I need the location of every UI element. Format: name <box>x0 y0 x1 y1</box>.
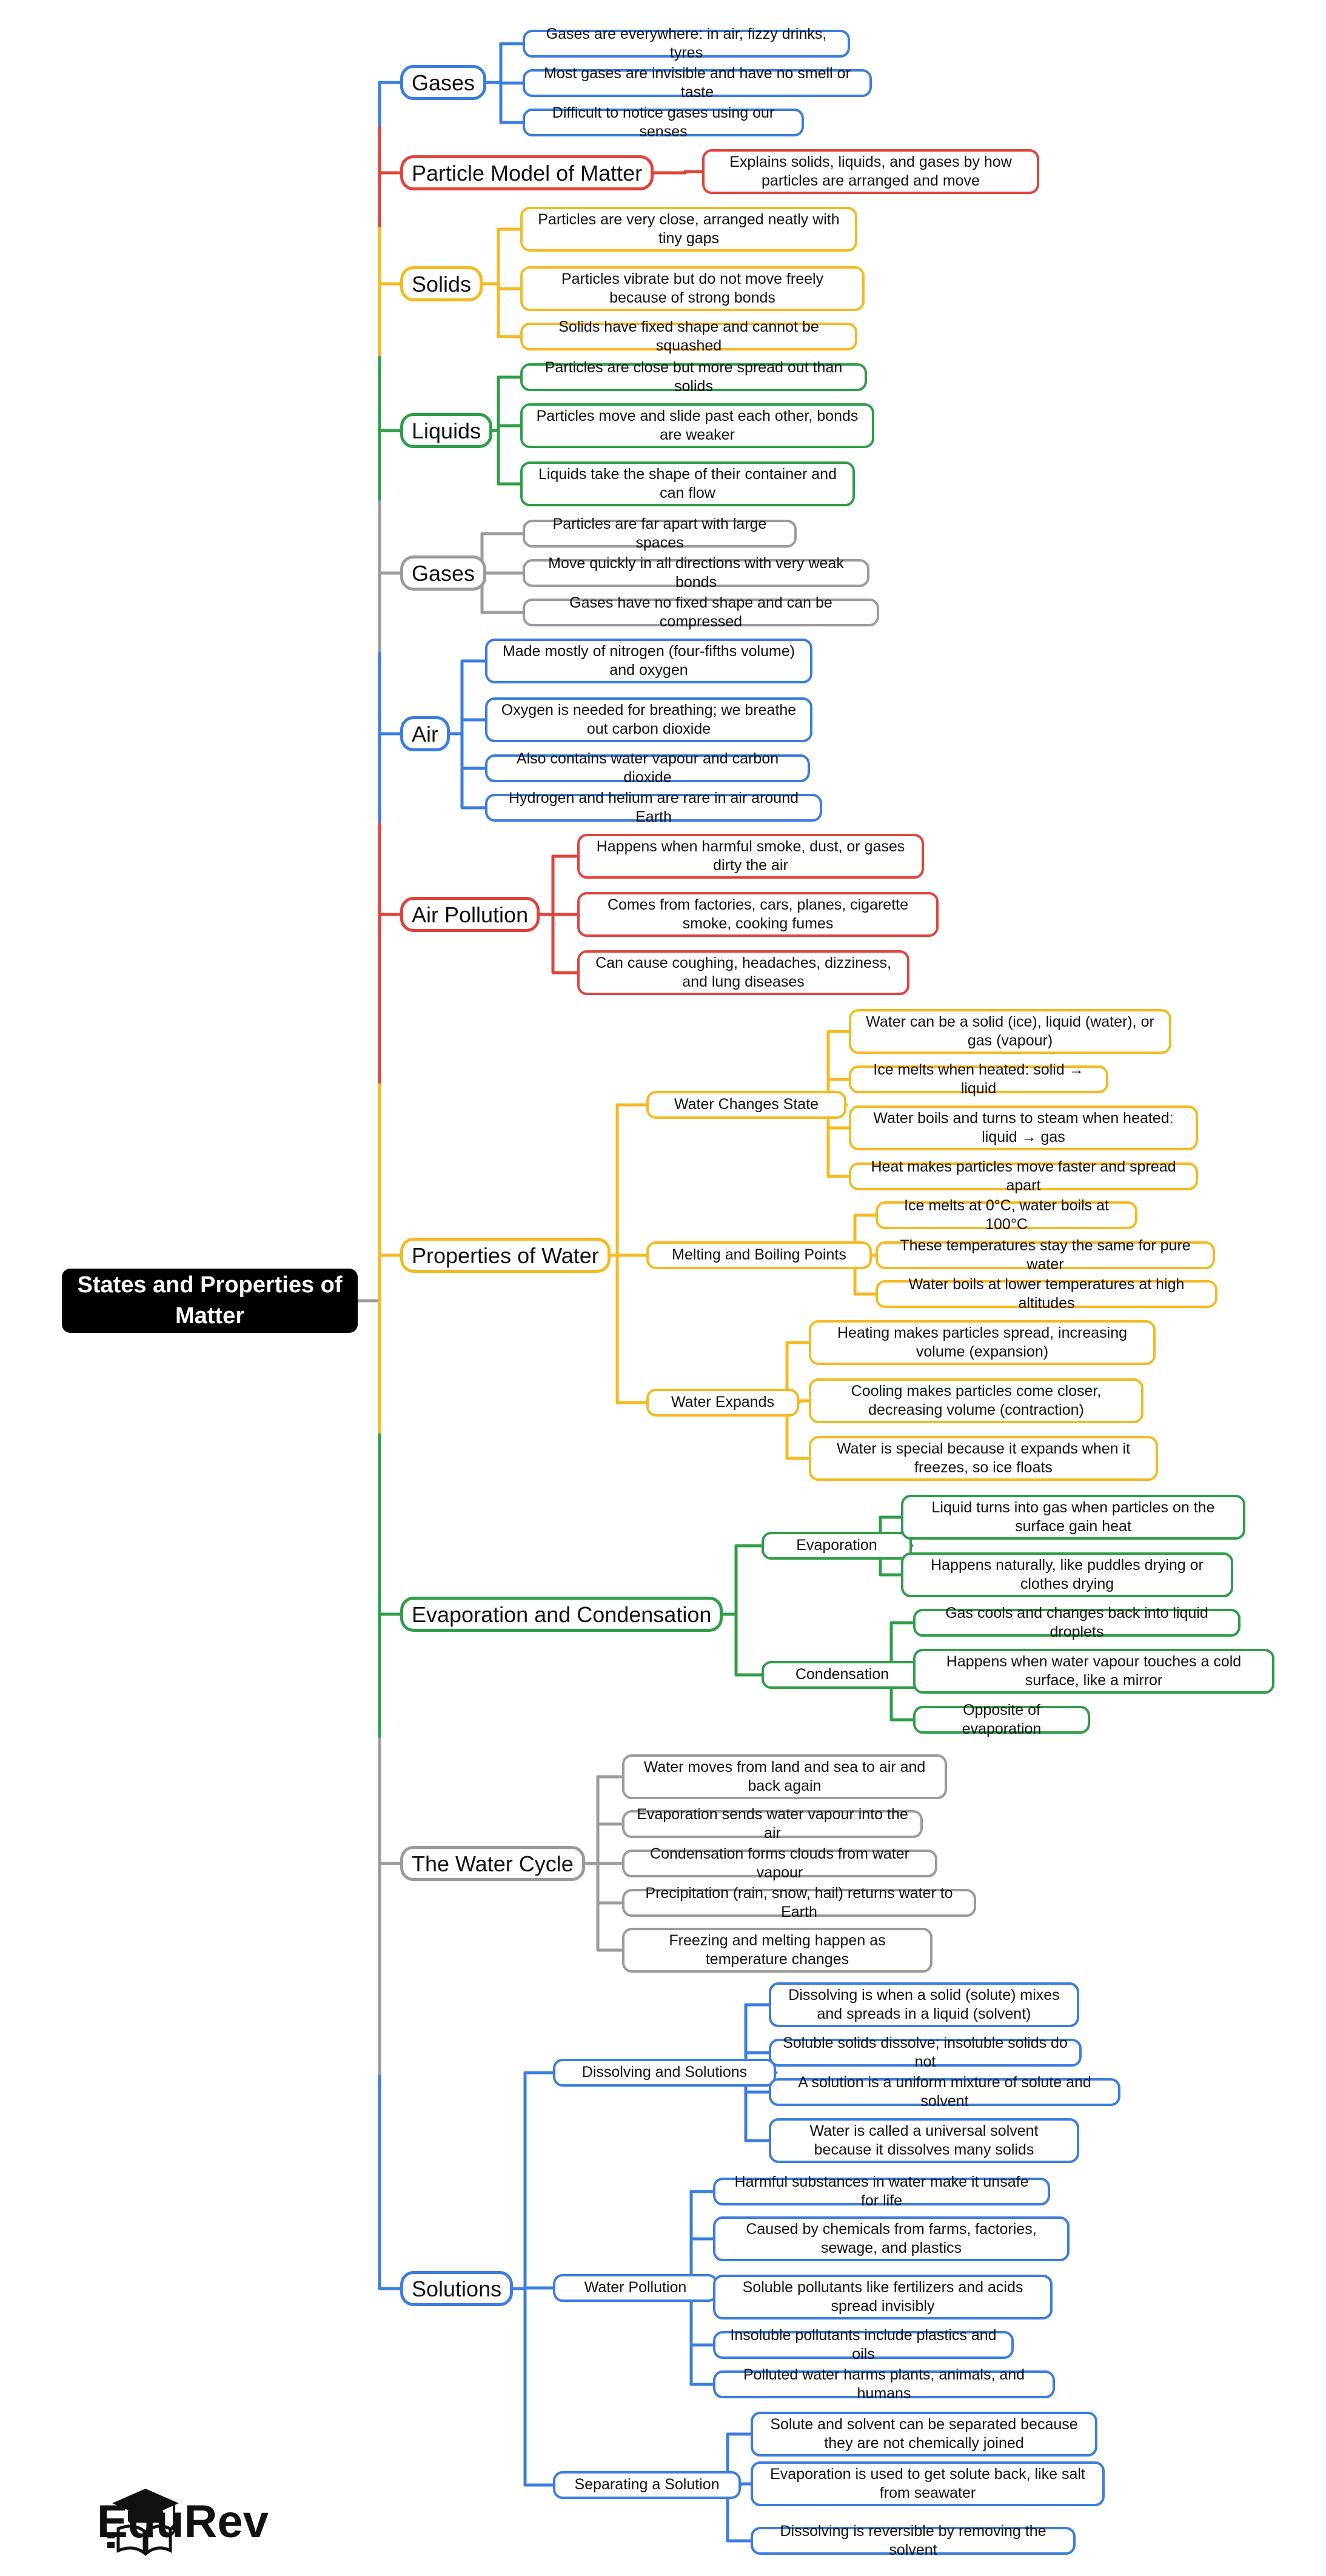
leaf-node: Water can be a solid (ice), liquid (wate… <box>849 1009 1171 1054</box>
leaf-node: Soluble solids dissolve; insoluble solid… <box>769 2034 1082 2070</box>
leaf-node: Evaporation is used to get solute back, … <box>751 2461 1105 2506</box>
leaf-node: Comes from factories, cars, planes, ciga… <box>577 892 939 937</box>
leaf-node: Also contains water vapour and carbon di… <box>485 750 810 786</box>
category-node-8: Properties of Water <box>400 1238 611 1273</box>
leaf-node: Solute and solvent can be separated beca… <box>751 2412 1097 2457</box>
category-node-7: Air Pollution <box>400 897 540 932</box>
leaf-node: Opposite of evaporation <box>913 1702 1090 1737</box>
category-node-3: Solids <box>400 266 483 301</box>
leaf-node: Particles are close but more spread out … <box>520 359 867 395</box>
root-node: States and Properties of Matter <box>62 1269 358 1333</box>
leaf-node: Harmful substances in water make it unsa… <box>713 2173 1050 2209</box>
leaf-node: Gas cools and changes back into liquid d… <box>913 1605 1241 1640</box>
leaf-node: Liquid turns into gas when particles on … <box>901 1495 1245 1540</box>
category-node-10: The Water Cycle <box>400 1846 585 1881</box>
leaf-node: Most gases are invisible and have no sme… <box>523 65 872 101</box>
leaf-node: Happens when water vapour touches a cold… <box>913 1649 1274 1694</box>
brand-name: EduRev <box>97 2496 269 2547</box>
subtopic-node: Water Pollution <box>553 2274 718 2302</box>
leaf-node: Dissolving is when a solid (solute) mixe… <box>769 1982 1079 2027</box>
leaf-node: Insoluble pollutants include plastics an… <box>713 2327 1014 2363</box>
leaf-node: Freezing and melting happen as temperatu… <box>622 1928 933 1973</box>
leaf-node: Water moves from land and sea to air and… <box>622 1754 947 1799</box>
leaf-node: Cooling makes particles come closer, dec… <box>809 1378 1144 1423</box>
leaf-node: Liquids take the shape of their containe… <box>520 461 855 506</box>
category-node-6: Air <box>400 716 450 751</box>
leaf-node: Polluted water harms plants, animals, an… <box>713 2366 1055 2402</box>
leaf-node: A solution is a uniform mixture of solut… <box>769 2074 1120 2110</box>
leaf-node: Happens naturally, like puddles drying o… <box>901 1552 1233 1597</box>
category-node-9: Evaporation and Condensation <box>400 1597 723 1632</box>
leaf-node: Evaporation sends water vapour into the … <box>622 1806 923 1842</box>
category-node-11: Solutions <box>400 2271 514 2306</box>
leaf-node: Explains solids, liquids, and gases by h… <box>702 149 1039 194</box>
leaf-node: Water boils and turns to steam when heat… <box>849 1105 1198 1150</box>
subtopic-node: Condensation <box>762 1661 923 1689</box>
leaf-node: Precipitation (rain, snow, hail) returns… <box>622 1885 976 1920</box>
leaf-node: Particles vibrate but do not move freely… <box>520 266 865 311</box>
leaf-node: Oxygen is needed for breathing; we breat… <box>485 697 812 742</box>
leaf-node: Caused by chemicals from farms, factorie… <box>713 2216 1070 2261</box>
leaf-node: Ice melts when heated: solid → liquid <box>849 1061 1108 1097</box>
leaf-node: Gases have no fixed shape and can be com… <box>523 594 879 630</box>
leaf-node: Water is special because it expands when… <box>809 1436 1158 1481</box>
leaf-node: Hydrogen and helium are rare in air arou… <box>485 790 822 825</box>
category-node-5: Gases <box>400 555 487 591</box>
category-node-2: Particle Model of Matter <box>400 155 654 190</box>
category-node-4: Liquids <box>400 413 493 448</box>
subtopic-node: Water Expands <box>646 1389 799 1417</box>
category-node-1: Gases <box>400 65 487 100</box>
leaf-node: Made mostly of nitrogen (four-fifths vol… <box>485 639 812 683</box>
leaf-node: Water boils at lower temperatures at hig… <box>876 1276 1217 1312</box>
leaf-node: Soluble pollutants like fertilizers and … <box>713 2275 1053 2319</box>
leaf-node: Particles are very close, arranged neatl… <box>520 207 857 252</box>
subtopic-node: Dissolving and Solutions <box>553 2059 776 2087</box>
leaf-node: Solids have fixed shape and cannot be sq… <box>520 318 857 354</box>
subtopic-node: Water Changes State <box>646 1091 846 1119</box>
leaf-node: Particles move and slide past each other… <box>520 403 874 448</box>
leaf-node: Heat makes particles move faster and spr… <box>849 1158 1198 1194</box>
leaf-node: Condensation forms clouds from water vap… <box>622 1845 937 1881</box>
leaf-node: Gases are everywhere: in air, fizzy drin… <box>523 25 850 61</box>
subtopic-node: Evaporation <box>762 1532 912 1560</box>
leaf-node: Ice melts at 0°C, water boils at 100°C <box>876 1197 1137 1233</box>
leaf-node: Move quickly in all directions with very… <box>523 555 869 591</box>
leaf-node: Heating makes particles spread, increasi… <box>809 1320 1156 1365</box>
leaf-node: Difficult to notice gases using our sens… <box>523 104 804 140</box>
leaf-node: Water is called a universal solvent beca… <box>769 2118 1079 2163</box>
subtopic-node: Melting and Boiling Points <box>646 1241 872 1269</box>
leaf-node: Particles are far apart with large space… <box>523 515 797 551</box>
subtopic-node: Separating a Solution <box>553 2471 741 2499</box>
leaf-node: Can cause coughing, headaches, dizziness… <box>577 950 909 995</box>
leaf-node: Dissolving is reversible by removing the… <box>751 2523 1076 2558</box>
leaf-node: These temperatures stay the same for pur… <box>876 1237 1215 1273</box>
leaf-node: Happens when harmful smoke, dust, or gas… <box>577 834 924 879</box>
graduation-cap-book-icon <box>107 2489 179 2557</box>
